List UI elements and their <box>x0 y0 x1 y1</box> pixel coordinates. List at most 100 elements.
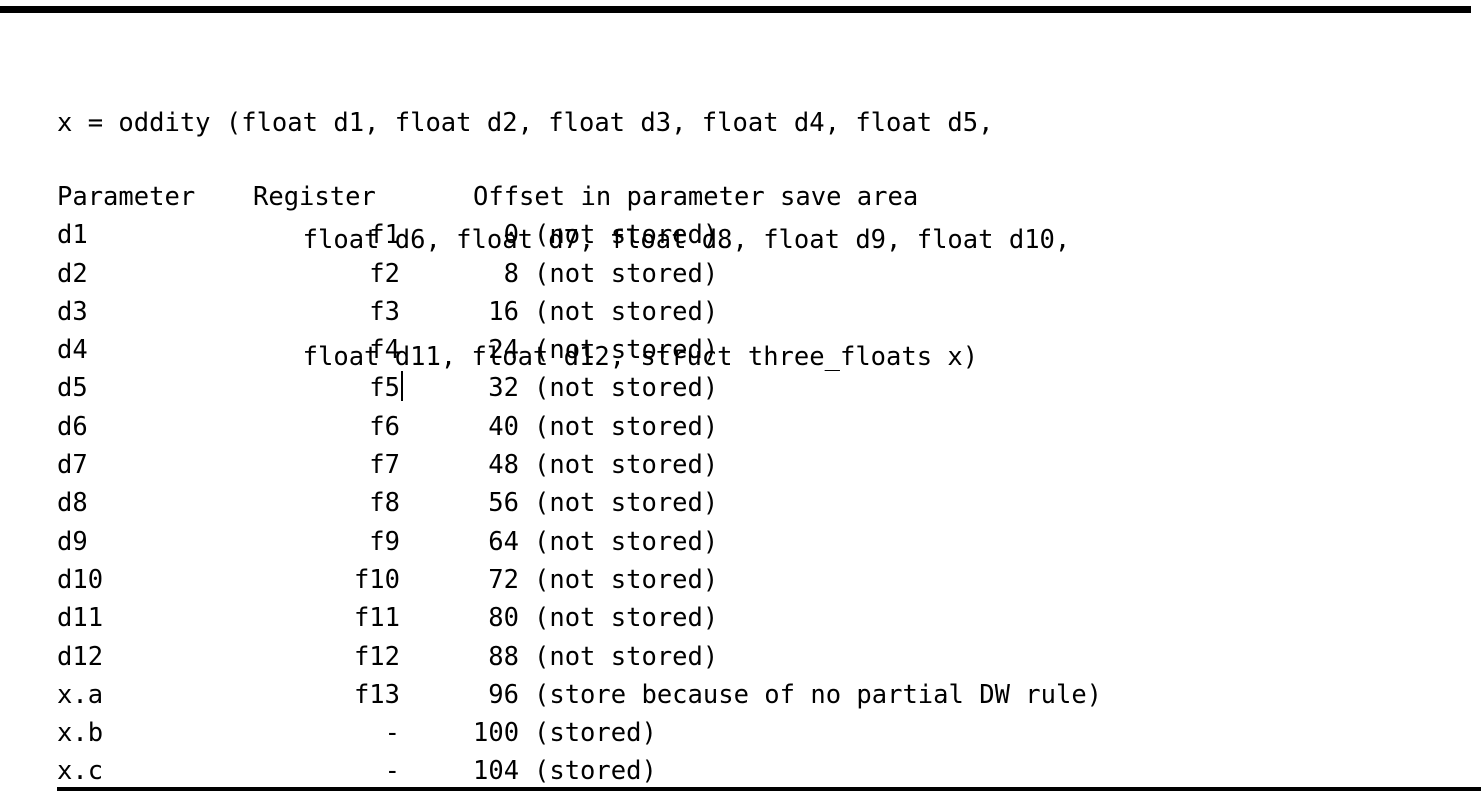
cell-parameter: d1 <box>57 220 88 251</box>
cell-register-text: f5 <box>369 373 400 404</box>
cell-note: (not stored) <box>534 373 719 404</box>
column-header-parameter: Parameter <box>57 182 196 212</box>
cell-parameter: d10 <box>57 564 104 595</box>
table-row: d12 f12 88 (not stored) <box>57 638 1102 676</box>
text-caret <box>401 371 403 402</box>
cell-note: (not stored) <box>534 603 719 634</box>
table-row: d9 f9 64 (not stored) <box>57 523 1102 561</box>
cell-register-text: f4 <box>369 335 400 366</box>
table-row: d10 f10 72 (not stored) <box>57 561 1102 599</box>
table-row: d7 f7 48 (not stored) <box>57 446 1102 484</box>
cell-parameter: x.c <box>57 756 104 787</box>
cell-note: (not stored) <box>534 411 719 442</box>
cell-register-text: f13 <box>353 679 400 710</box>
cell-offset: 96 <box>488 679 519 710</box>
cell-register-text: f8 <box>369 488 400 519</box>
cell-parameter: d5 <box>57 373 88 404</box>
cell-register: f3 <box>253 293 400 331</box>
table-row: d1 f1 0 (not stored) <box>57 216 1102 254</box>
cell-offset: 24 <box>488 335 519 366</box>
table-row: d11 f11 80 (not stored) <box>57 599 1102 637</box>
cell-offset: 88 <box>488 641 519 672</box>
table-row: d8 f8 56 (not stored) <box>57 484 1102 522</box>
table-row: d6 f6 40 (not stored) <box>57 408 1102 446</box>
table-row: x.a f13 96 (store because of no partial DW … <box>57 676 1102 714</box>
cell-offset: 0 <box>503 220 519 251</box>
cell-note: (store because of no partial DW rule) <box>534 679 1103 710</box>
table-row: x.c - 104 (stored) <box>57 752 1102 790</box>
table-row: x.b-100(stored) <box>57 714 1102 752</box>
cell-offset: 48 <box>488 450 519 481</box>
cell-register: - <box>253 714 400 752</box>
cell-parameter: d8 <box>57 488 88 519</box>
cell-register-text: f2 <box>369 258 400 289</box>
cell-parameter: d11 <box>57 603 104 634</box>
cell-register: f2 <box>253 255 400 293</box>
cell-offset: 104 <box>473 756 520 787</box>
cell-offset: 72 <box>488 564 519 595</box>
cell-register-text: - <box>384 718 400 749</box>
cell-register: f9 <box>253 523 400 561</box>
cell-offset: 64 <box>488 526 519 557</box>
cell-parameter: x.a <box>57 679 104 710</box>
cell-note: (not stored) <box>534 641 719 672</box>
cell-register: f7 <box>253 446 400 484</box>
cell-register-text: f1 <box>369 220 400 251</box>
signature-line-2: float d6, float d7, float d8, float d9, … <box>57 225 1071 255</box>
cell-offset: 56 <box>488 488 519 519</box>
cell-register-text: f11 <box>353 603 400 634</box>
cell-register: f1 <box>253 216 400 254</box>
table-row: d2 f2 8 (not stored) <box>57 255 1102 293</box>
cell-register: f10 <box>253 561 400 599</box>
cell-offset: 80 <box>488 603 519 634</box>
cell-note: (not stored) <box>534 526 719 557</box>
cell-parameter: d3 <box>57 296 88 327</box>
cell-offset: 8 <box>503 258 519 289</box>
cell-register-text: f6 <box>369 411 400 442</box>
function-signature-block: x = oddity (float d1, float d2, float d3… <box>57 26 1070 455</box>
signature-line-1: x = oddity (float d1, float d2, float d3… <box>57 108 994 138</box>
column-header-offset: Offset in parameter save area <box>473 182 919 212</box>
cell-register-text: f9 <box>369 526 400 557</box>
cell-register-text: f12 <box>353 641 400 672</box>
cell-register: f13 <box>253 676 400 714</box>
table-row: d4 f4 24 (not stored) <box>57 331 1102 369</box>
cell-note: (not stored) <box>534 296 719 327</box>
column-header-register: Register <box>253 182 376 212</box>
cell-note: (not stored) <box>534 258 719 289</box>
cell-note: (not stored) <box>534 488 719 519</box>
parameter-mapping-table: Parameter Register Offset in parameter s… <box>57 178 1102 791</box>
cell-parameter: d6 <box>57 411 88 442</box>
top-rule <box>0 6 1471 13</box>
cell-note: (not stored) <box>534 220 719 251</box>
cell-parameter: d9 <box>57 526 88 557</box>
cell-register: f8 <box>253 484 400 522</box>
cell-parameter: d12 <box>57 641 104 672</box>
cell-note: (not stored) <box>534 450 719 481</box>
cell-register: f11 <box>253 599 400 637</box>
table-row: d5 f5 32 (not stored) <box>57 369 1102 407</box>
cell-parameter: d2 <box>57 258 88 289</box>
bottom-rule <box>57 787 1481 791</box>
cell-register: f12 <box>253 638 400 676</box>
cell-offset: 32 <box>488 373 519 404</box>
cell-register: f5 <box>253 369 403 407</box>
cell-register-text: - <box>384 756 400 787</box>
cell-offset: 40 <box>488 411 519 442</box>
cell-note: (not stored) <box>534 335 719 366</box>
cell-parameter: d7 <box>57 450 88 481</box>
cell-register: f4 <box>253 331 400 369</box>
cell-offset: 16 <box>488 296 519 327</box>
cell-parameter: x.b <box>57 718 104 749</box>
cell-register-text: f7 <box>369 450 400 481</box>
cell-note: (stored) <box>534 756 657 787</box>
table-row: d3 f3 16 (not stored) <box>57 293 1102 331</box>
cell-register: - <box>253 752 400 790</box>
cell-register-text: f3 <box>369 296 400 327</box>
cell-parameter: d4 <box>57 335 88 366</box>
cell-note: (not stored) <box>534 564 719 595</box>
cell-offset: 100 <box>473 718 520 749</box>
table-header-row: Parameter Register Offset in parameter s… <box>57 178 1102 216</box>
